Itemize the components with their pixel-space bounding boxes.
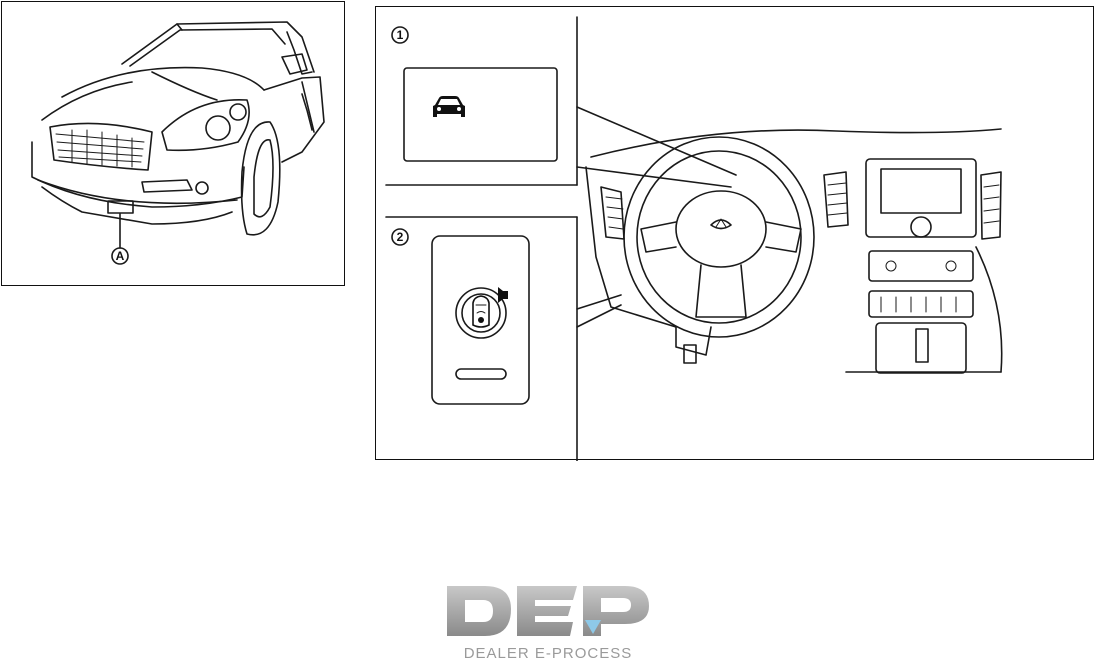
front-car-icon [433, 96, 465, 117]
switch-indicator-slot [456, 369, 506, 379]
meter-indicator-panel [404, 68, 557, 161]
callout-1-label: 1 [397, 28, 404, 42]
vehicle-front-illustration: A [1, 1, 345, 286]
callout-a-label: A [116, 249, 125, 263]
callout-2-label: 2 [397, 230, 404, 244]
logo-text: DEALER E-PROCESS [464, 645, 633, 662]
dealer-e-process-logo: DEALER E-PROCESS [445, 582, 651, 662]
car-drawing: A [2, 2, 346, 287]
dashboard-illustration: 1 2 [375, 6, 1094, 460]
sonar-sensor-switch-icon [456, 287, 508, 338]
navigation-screen [881, 169, 961, 213]
dashboard-drawing: 1 2 [376, 7, 1095, 461]
dep-logo-mark: DEALER E-PROCESS [445, 582, 651, 662]
